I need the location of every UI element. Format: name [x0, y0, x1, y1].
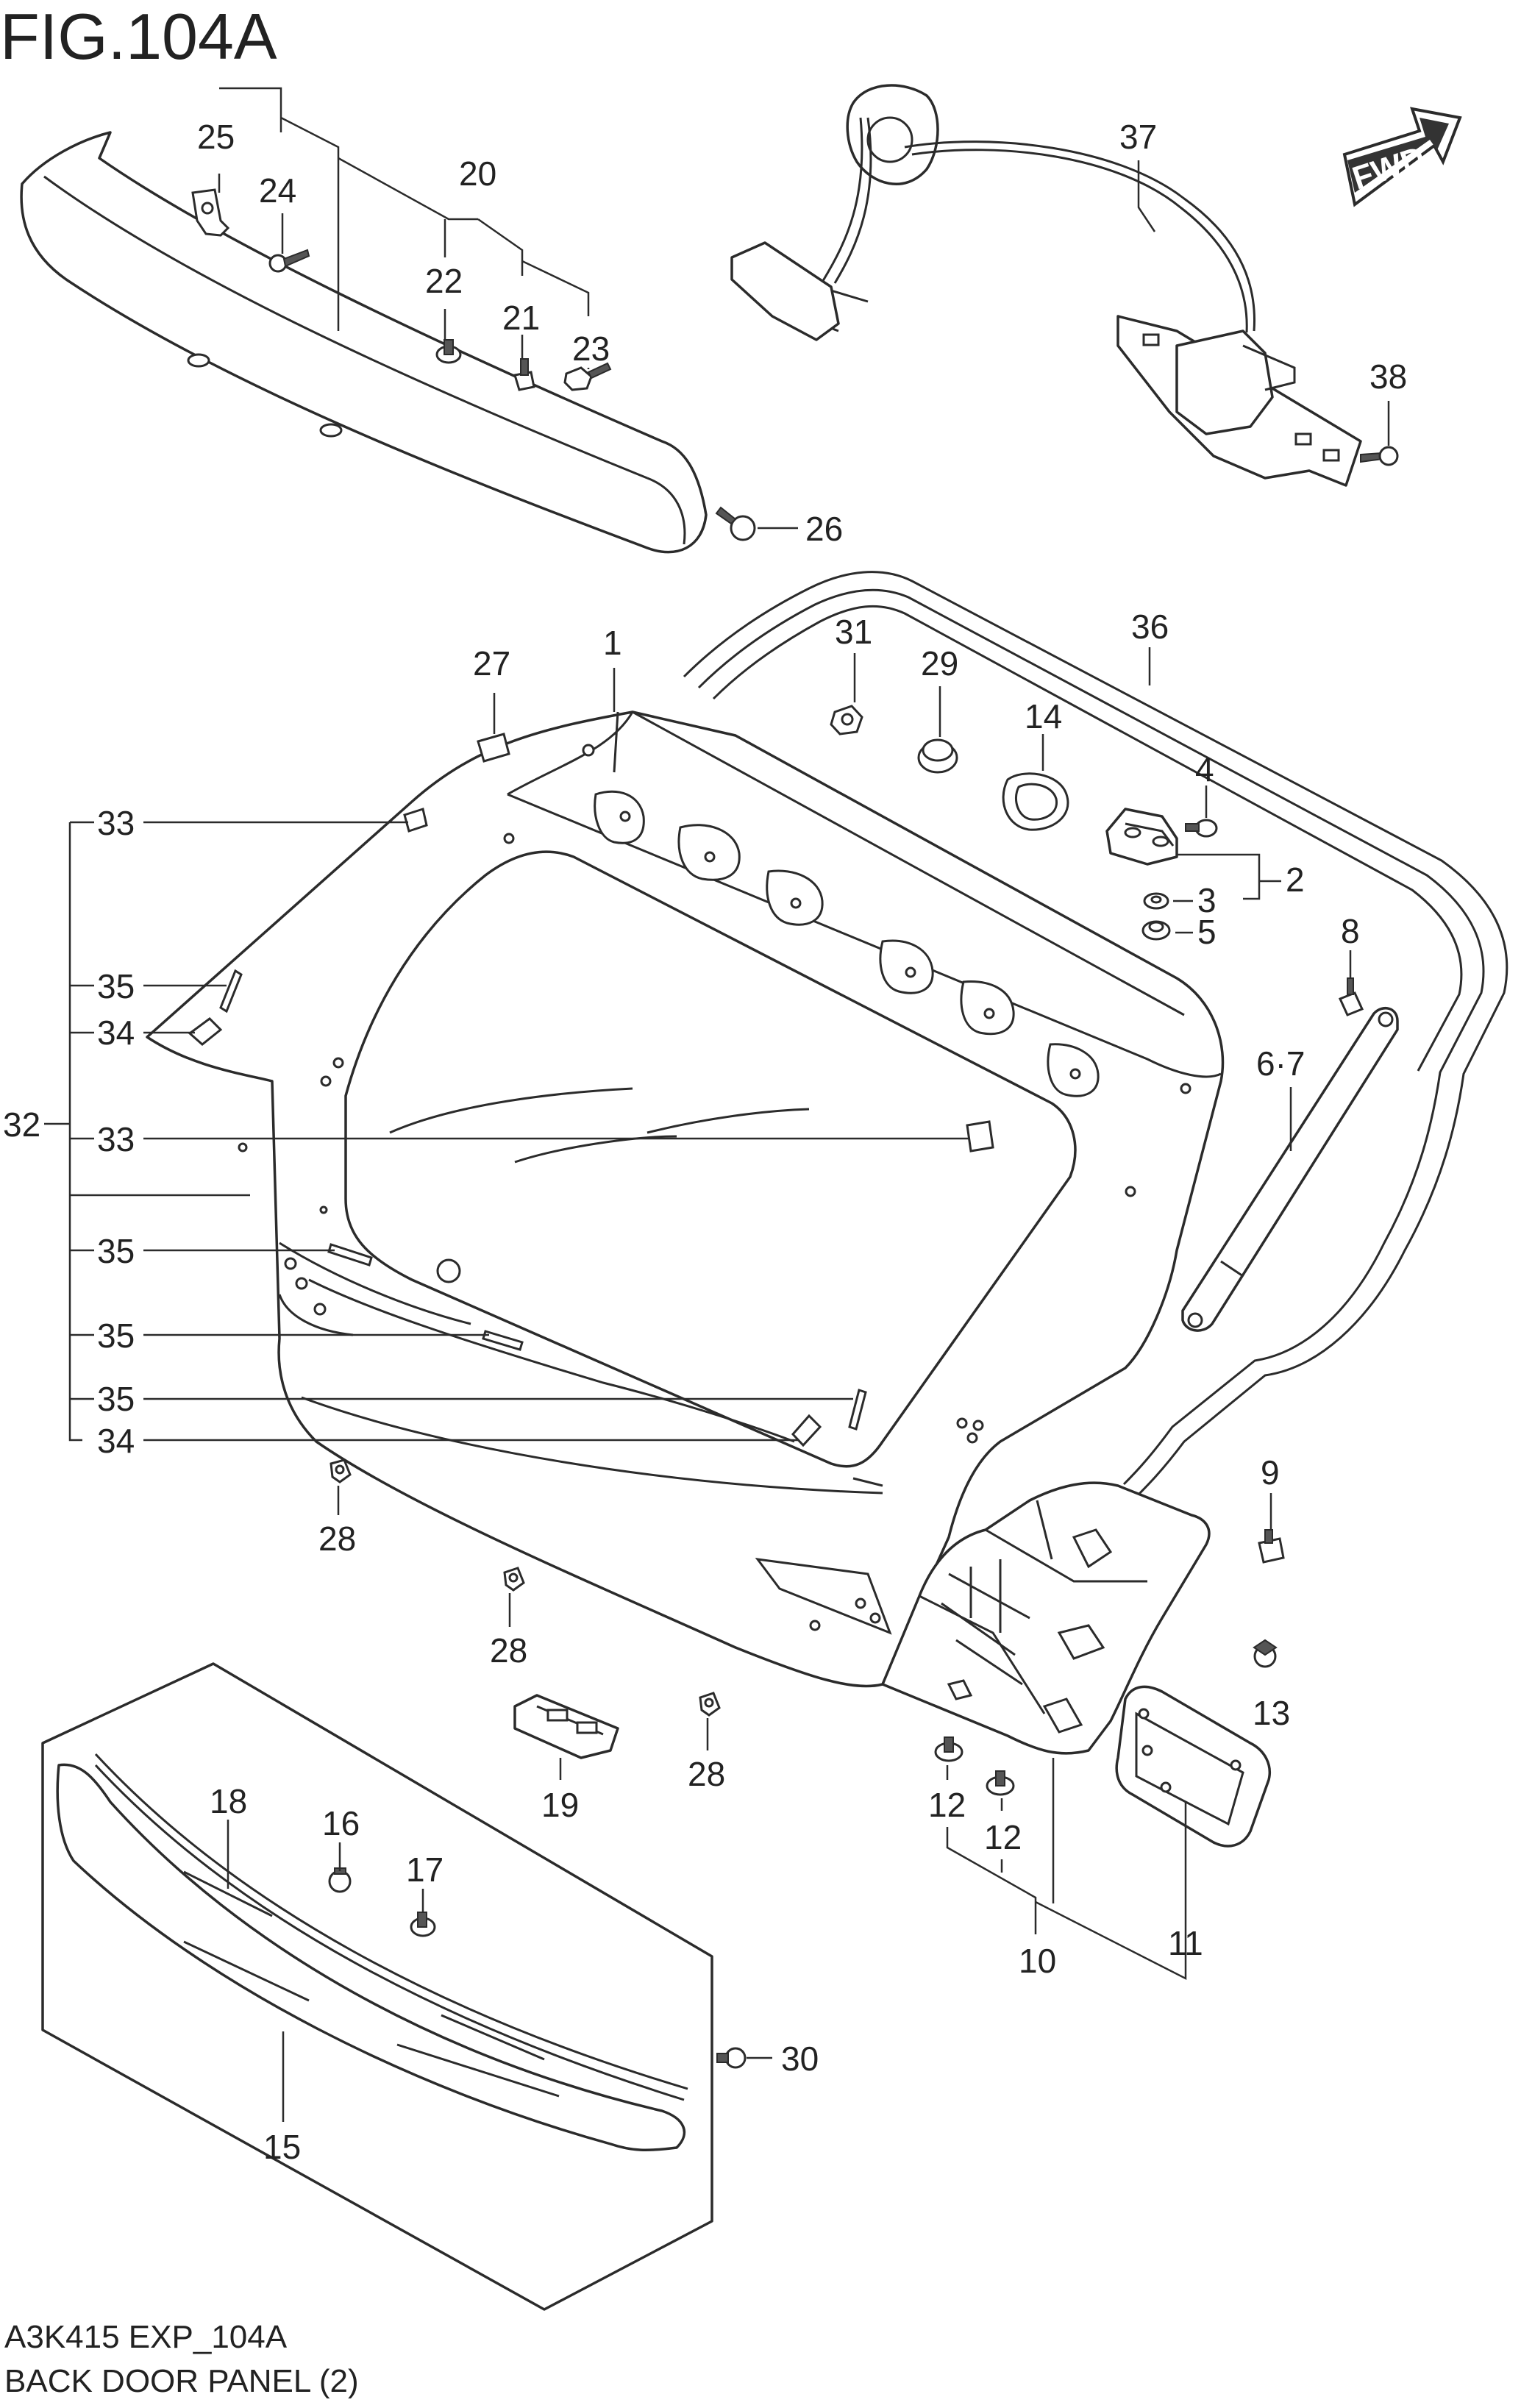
callout-13: 13	[1253, 1694, 1290, 1732]
fwd-arrow-icon: FWD	[1342, 107, 1462, 207]
callout-33b: 33	[97, 1120, 135, 1158]
callout-26: 26	[805, 510, 843, 548]
screw-21	[513, 358, 535, 391]
callout-24: 24	[259, 171, 296, 210]
callout-16: 16	[322, 1804, 360, 1842]
stud-8	[1338, 977, 1364, 1016]
clip-34b	[791, 1414, 822, 1447]
callout-35a: 35	[97, 967, 135, 1005]
callout-21: 21	[502, 299, 540, 337]
callout-25: 25	[197, 118, 235, 156]
callout-28a: 28	[318, 1520, 356, 1558]
figure-title: FIG.104A	[0, 0, 277, 73]
bolt-4	[1185, 819, 1218, 838]
callout-35d: 35	[97, 1380, 135, 1418]
callout-17: 17	[406, 1850, 444, 1889]
callout-layer: 1 2 3 4 5 6·7 8 9 10 11 12 12 13 14 15 1…	[3, 118, 1407, 2166]
clip-12a	[934, 1736, 963, 1762]
hinge-2	[1105, 808, 1178, 866]
clip-22	[435, 339, 462, 364]
figure-name: BACK DOOR PANEL (2)	[4, 2363, 359, 2399]
clip-17	[410, 1912, 436, 1937]
license-lamp-19	[513, 1694, 619, 1759]
clip-35d	[848, 1389, 867, 1431]
screw-24	[268, 249, 310, 273]
weatherstrip-36	[683, 571, 1508, 1502]
clip-33b	[966, 1120, 994, 1153]
clip-25	[191, 188, 230, 237]
gas-strut-67	[1181, 1006, 1399, 1332]
callout-14: 14	[1025, 697, 1062, 735]
bolt-30	[716, 2047, 747, 2069]
clip-35a	[219, 969, 243, 1014]
callout-15: 15	[263, 2128, 301, 2166]
clip-28a	[330, 1458, 352, 1483]
callout-12a: 12	[928, 1786, 966, 1824]
clip-12b	[986, 1770, 1015, 1796]
clip-34a	[188, 1017, 223, 1046]
callout-34b: 34	[97, 1422, 135, 1460]
clip-35b	[327, 1243, 373, 1267]
callout-30: 30	[781, 2040, 819, 2078]
callout-10: 10	[1019, 1942, 1056, 1980]
screw-38	[1360, 446, 1399, 466]
callout-27: 27	[473, 644, 510, 683]
callout-23: 23	[572, 330, 610, 368]
callout-12b: 12	[984, 1818, 1022, 1856]
callout-38: 38	[1369, 357, 1407, 396]
callout-19: 19	[541, 1786, 579, 1824]
callout-32: 32	[3, 1105, 40, 1144]
garnish-15	[41, 1662, 713, 2311]
callout-35c: 35	[97, 1317, 135, 1355]
bolt-26	[715, 506, 756, 541]
clip-28b	[503, 1567, 525, 1592]
callout-6-7: 6·7	[1256, 1044, 1305, 1083]
fastener-13	[1253, 1639, 1278, 1668]
washer-3	[1143, 892, 1169, 910]
callout-28c: 28	[688, 1755, 725, 1793]
callout-4: 4	[1195, 750, 1214, 788]
nut-31	[830, 705, 863, 735]
bumper-14	[1002, 772, 1069, 831]
fastener-9	[1258, 1529, 1285, 1564]
callout-36: 36	[1131, 608, 1169, 646]
nut-5	[1141, 920, 1171, 941]
callout-2: 2	[1286, 861, 1305, 899]
bolt-23	[563, 362, 612, 391]
roof-spoiler	[20, 131, 708, 554]
callout-35b: 35	[97, 1232, 135, 1270]
callout-1: 1	[603, 624, 622, 662]
callout-5: 5	[1197, 913, 1217, 951]
callout-8: 8	[1341, 912, 1360, 950]
callout-31: 31	[835, 613, 872, 651]
pad-27	[477, 733, 510, 763]
callout-3: 3	[1197, 881, 1217, 919]
callout-28b: 28	[490, 1631, 527, 1670]
callout-33a: 33	[97, 804, 135, 842]
callout-9: 9	[1261, 1453, 1280, 1492]
trim-bracket-10	[881, 1481, 1211, 1755]
callout-11: 11	[1168, 1924, 1203, 1962]
callout-22: 22	[425, 262, 463, 300]
clip-33a	[403, 808, 428, 833]
cover-11	[1115, 1685, 1271, 1848]
callout-29: 29	[921, 644, 958, 683]
wire-harness-37	[730, 84, 1362, 487]
back-door-panel-1	[146, 710, 1225, 1688]
clip-35c	[482, 1330, 524, 1351]
callout-18: 18	[210, 1782, 247, 1820]
grommet-29	[917, 738, 958, 774]
callout-34a: 34	[97, 1014, 135, 1052]
callout-37: 37	[1119, 118, 1157, 156]
callout-20: 20	[459, 154, 496, 193]
clip-28c	[699, 1692, 721, 1717]
figure-code: A3K415 EXP_104A	[4, 2319, 288, 2355]
